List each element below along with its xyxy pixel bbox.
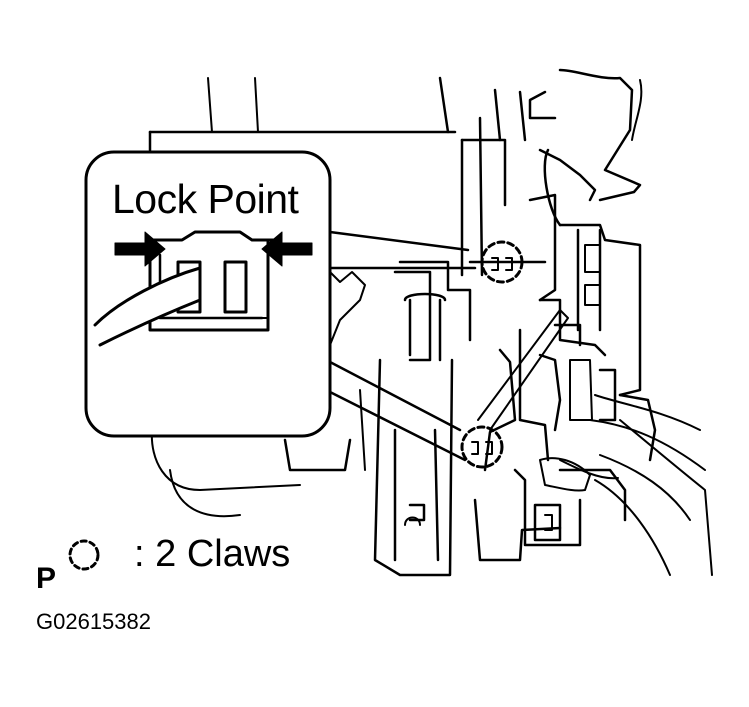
legend-claws-text: 2 Claws (155, 533, 291, 575)
arrow-right-icon (114, 231, 166, 267)
legend-claw-icon (68, 539, 100, 571)
arrow-left-icon (261, 231, 313, 267)
background-linework (148, 68, 713, 577)
legend-symbol-letter: P (36, 562, 57, 595)
figure-code: G02615382 (36, 609, 151, 634)
lock-point-title: Lock Point (112, 176, 299, 222)
legend-colon: : (134, 533, 156, 575)
lock-point-inset (84, 150, 332, 438)
legend-label: : 2 Claws (134, 533, 290, 576)
claw-marker-lower (460, 425, 504, 469)
claw-marker-upper (480, 240, 524, 284)
